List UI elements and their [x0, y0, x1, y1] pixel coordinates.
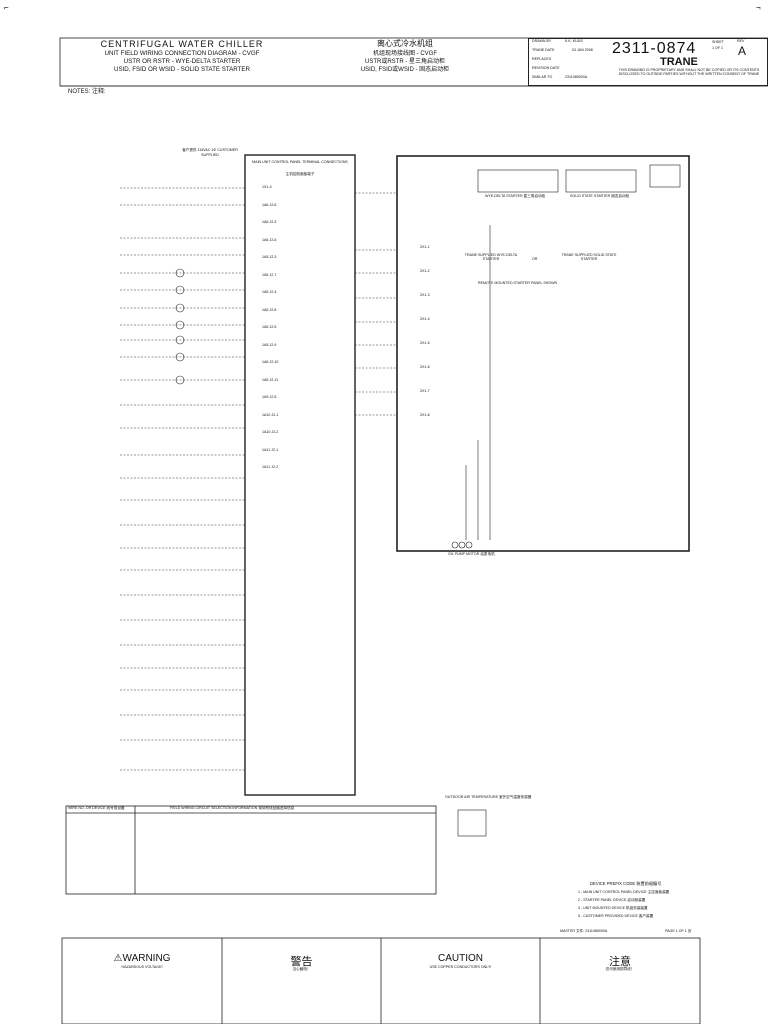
drawn-by-label: DRAWN BY — [532, 39, 552, 43]
terminal-label: 1A6 J2-6 — [262, 237, 277, 242]
subtitle-cn-1: 机组现场接线图 - CVGF — [373, 51, 437, 57]
trane-date-label: TRANE DATE — [532, 48, 555, 52]
brand-logo: TRANE — [660, 56, 698, 68]
terminal-label: 1A11 J2-2 — [262, 465, 279, 469]
terminal-label: 1A6 J2-6 — [262, 202, 277, 207]
similar-to: 2311085000A — [565, 75, 588, 79]
terminal-label: 2X1-6 — [420, 365, 430, 369]
terminal-label: 2X1-3 — [420, 293, 430, 297]
title-en: CENTRIFUGAL WATER CHILLER — [100, 39, 264, 49]
caution-cn-title: 注意 — [609, 956, 631, 968]
terminal-label: 1A10 J2-1 — [262, 412, 279, 417]
prefix-item: 1 - MAIN UNIT CONTROL PANEL DEVICE 主控面板装… — [578, 890, 670, 894]
prefix-item: 3 - UNIT MOUNTED DEVICE 机组安装装置 — [578, 906, 648, 910]
warning-subtitle: HAZARDOUS VOLTAGE! — [121, 965, 163, 969]
subtitle-cn-3: USID, FSID或WSID - 固态启动柜 — [360, 67, 450, 73]
replaces-label: REPLACES — [532, 57, 552, 61]
terminal-label: 2X1-7 — [420, 389, 430, 393]
sheet: 1 OF 1 — [712, 46, 723, 50]
caution-cn-subtitle: 仅可使用铜导线！ — [605, 967, 635, 971]
terminal-label: 1A5 J2-8 — [262, 307, 277, 312]
main-panel-title-cn: 主机控制面板端子 — [285, 172, 315, 176]
remote-mounted-note: REMOTE MOUNTED STARTER PANEL SHOWN — [478, 281, 558, 285]
corner-mark: ⌐ — [4, 3, 9, 12]
caution-title: CAUTION — [438, 953, 483, 964]
trane-supplied-solid-label: TRANE SUPPLIED SOLID STATE STARTER — [561, 253, 617, 261]
rev-label: REV — [737, 39, 745, 43]
warning-cn-title: 警告 — [290, 956, 313, 968]
terminal-label: 2X1-4 — [420, 317, 430, 321]
terminal-label: 2X1-2 — [420, 269, 430, 273]
terminal-label: 1A5 J2-11 — [262, 377, 279, 382]
wye-delta-label: WYE-DELTA STARTER 星三角启动柜 — [485, 194, 546, 198]
corner-mark: ¬ — [756, 3, 761, 12]
terminal-label: 1A5 J2-7 — [262, 272, 277, 277]
terminal-label: 1A11 J2-1 — [262, 447, 279, 452]
solid-state-label: SOLID STATE STARTER 固态启动柜 — [570, 194, 630, 198]
terminal-label: 1A5 J2-9 — [262, 342, 277, 347]
main-panel-title: MAIN UNIT CONTROL PANEL TERMINAL CONNECT… — [252, 160, 348, 164]
similar-to-label: SIMILAR TO — [532, 75, 553, 79]
terminal-label: 1X1-4 — [262, 185, 272, 189]
subtitle-en-3: USID, FSID OR WSID - SOLID STATE STARTER — [113, 66, 251, 73]
oil-pump-label: OIL PUMP MOTOR 油泵电机 — [448, 552, 495, 556]
page-number: PAGE 1 OF 1 页 — [665, 929, 692, 933]
subtitle-en-1: UNIT FIELD WIRING CONNECTION DIAGRAM - C… — [104, 50, 260, 57]
terminal-label: 1A5 J2-5 — [262, 325, 277, 329]
revision-date-label: REVISION DATE — [532, 66, 560, 70]
table-col2-header: FIELD WIRING CIRCUIT SELECTION INFORMATI… — [170, 806, 295, 810]
warning-cn-subtitle: 当心触电！ — [292, 967, 311, 971]
terminal-label: 1A10 J2-2 — [262, 430, 279, 434]
terminal-label: 1A5 J2-3 — [262, 255, 277, 259]
terminal-label: 1A8 J2-10 — [262, 360, 279, 364]
terminal-label: 2X1-1 — [420, 245, 430, 249]
subtitle-en-2: USTR OR RSTR - WYE-DELTA STARTER — [123, 58, 241, 65]
warning-title: ⚠WARNING — [113, 953, 171, 964]
prefix-item: 5 - CUSTOMER PROVIDED DEVICE 客户装置 — [578, 914, 654, 918]
subtitle-cn-2: USTR或RSTR - 星三角启动柜 — [365, 59, 445, 65]
master-ref: MASTER 文件: 2311085000A — [560, 929, 608, 933]
notes-heading: NOTES: 注释: — [68, 89, 106, 95]
sheet-label: SHEET — [712, 40, 724, 44]
terminal-label: 2X1-5 — [420, 341, 430, 345]
customer-supplied-label: 客户提供 115VAC 1Φ CUSTOMER SUPPLIED — [182, 148, 238, 157]
table-col1-header: WIRE NO. OR DEVICE 线号或设置 — [68, 806, 125, 810]
or-label: OR — [532, 257, 538, 261]
proprietary-notice: THIS DRAWING IS PROPRIETARY AND SHALL NO… — [618, 68, 760, 77]
outdoor-temp-label: OUTDOOR AIR TEMPERATURE 室外空气温度传感器 — [445, 795, 532, 799]
rev: A — [738, 44, 747, 58]
terminal-label: 1A9 J2-5 — [262, 395, 277, 399]
wire-lines — [120, 187, 397, 771]
terminal-label: 1A6 J2-3 — [262, 220, 277, 224]
trane-date: 03 JAN 2008 — [572, 48, 593, 52]
terminal-label: 2X1-8 — [420, 413, 430, 417]
prefix-item: 2 - STARTER PANEL DEVICE 启动柜装置 — [578, 898, 646, 902]
title-cn: 离心式冷水机组 — [377, 39, 433, 48]
trane-supplied-wye-label: TRANE SUPPLIED WYE-DELTA STARTER — [464, 253, 518, 261]
caution-subtitle: USE COPPER CONDUCTORS ONLY! — [429, 965, 492, 969]
drawing-number: 2311-0874 — [612, 40, 697, 57]
prefix-heading: DEVICE PREFIX CODE 装置前缀编号 — [590, 881, 662, 886]
drawn-by: K.K. KUUS — [565, 39, 583, 43]
terminal-label: 1A5 J2-4 — [262, 290, 277, 294]
